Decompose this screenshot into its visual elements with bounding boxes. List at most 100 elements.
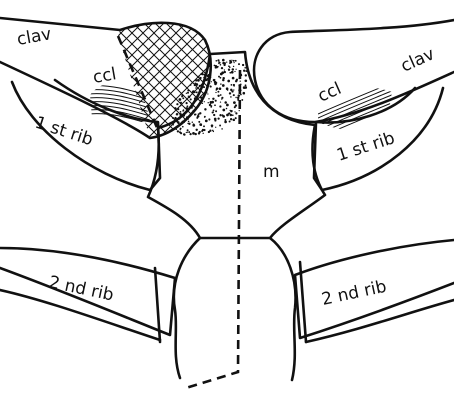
stipple-dot (230, 111, 231, 112)
left-clavicle: clav ccl (0, 18, 211, 138)
stipple-dot (188, 131, 190, 133)
stipple-dot (206, 85, 208, 87)
left-second-rib: 2 nd rib (0, 248, 175, 342)
stipple-dot (245, 84, 247, 86)
stipple-dot (194, 85, 196, 87)
stipple-dot (214, 104, 216, 106)
stipple-dot (212, 130, 214, 132)
stipple-dot (187, 90, 189, 92)
label-first-rib-left: 1 st rib (32, 113, 95, 150)
label-ccl-right: ccl (315, 79, 345, 107)
stipple-dot (219, 62, 221, 64)
stipple-dot (198, 121, 200, 123)
stipple-dot (177, 130, 179, 132)
stipple-dot (215, 127, 216, 128)
stipple-dot (195, 133, 197, 135)
stipple-dot (197, 76, 199, 78)
stipple-dot (217, 59, 219, 61)
stipple-dot (206, 92, 208, 94)
stipple-dot (184, 119, 186, 121)
stipple-dot (227, 80, 230, 83)
stipple-dot (188, 95, 189, 96)
stipple-dot (222, 77, 224, 79)
stipple-dot (199, 85, 201, 87)
stipple-dot (202, 102, 204, 104)
stipple-dot (222, 115, 224, 117)
stipple-dot (224, 101, 227, 104)
label-second-rib-right: 2 nd rib (320, 277, 388, 310)
stipple-dot (195, 87, 197, 89)
right-second-rib: 2 nd rib (295, 240, 454, 342)
stipple-dot (188, 118, 189, 119)
stipple-dot (226, 61, 227, 62)
stipple-dot (211, 81, 212, 82)
stipple-dot (233, 85, 234, 86)
stipple-dot (229, 62, 231, 64)
stipple-dot (235, 80, 237, 82)
stipple-dot (235, 69, 236, 70)
stipple-dot (192, 132, 195, 135)
stipple-dot (233, 94, 235, 96)
stipple-dot (200, 77, 202, 79)
stipple-dot (174, 107, 177, 110)
stipple-dot (228, 113, 229, 114)
stipple-dot (226, 108, 228, 110)
stipple-dot (172, 124, 174, 126)
stipple-dot (238, 63, 240, 65)
stipple-dot (224, 69, 225, 70)
stipple-dot (220, 77, 222, 79)
stipple-dot (214, 119, 216, 121)
stipple-dot (215, 100, 217, 102)
stipple-dot (182, 126, 184, 128)
stipple-dot (215, 92, 216, 93)
stipple-dot (228, 69, 230, 71)
stipple-dot (202, 133, 203, 134)
stipple-dot (215, 67, 217, 69)
stipple-dot (192, 121, 193, 122)
stipple-dot (233, 66, 234, 67)
stipple-dot (190, 98, 192, 100)
stipple-dot (216, 87, 219, 90)
stipple-dot (243, 92, 246, 95)
stipple-dot (179, 98, 182, 101)
stipple-dot (196, 129, 198, 131)
stipple-dot (231, 71, 234, 74)
stipple-dot (222, 109, 225, 112)
stipple-dot (220, 83, 221, 84)
stipple-dot (224, 119, 226, 121)
stipple-dot (235, 60, 237, 62)
stipple-dot (192, 124, 195, 127)
stipple-dot (207, 78, 208, 79)
stipple-dot (243, 70, 245, 72)
stipple-dot (235, 112, 237, 114)
stipple-dot (187, 92, 189, 94)
stipple-dot (240, 81, 241, 82)
stipple-dot (239, 110, 240, 111)
label-clav-right: clav (398, 44, 438, 76)
sternal-body-outline (174, 238, 200, 378)
stipple-dot (223, 64, 225, 66)
stipple-dot (232, 68, 234, 70)
stipple-dot (219, 87, 222, 90)
stipple-dot (189, 96, 191, 98)
stipple-dot (230, 114, 233, 117)
stipple-dot (210, 101, 213, 104)
stipple-dot (196, 91, 198, 93)
stipple-dot (238, 94, 241, 97)
stipple-dot (233, 101, 236, 104)
stipple-dot (233, 62, 234, 63)
label-manubrium: m (263, 162, 280, 182)
stipple-dot (199, 103, 201, 105)
stipple-dot (210, 86, 212, 88)
stipple-dot (231, 60, 232, 61)
stipple-dot (199, 131, 201, 133)
stipple-dot (235, 117, 237, 119)
stipple-dot (202, 129, 204, 131)
stipple-dot (186, 116, 188, 118)
stipple-dot (204, 108, 206, 110)
stipple-dot (180, 129, 181, 130)
stipple-dot (220, 64, 222, 66)
stipple-dot (182, 97, 184, 99)
stipple-dot (186, 102, 188, 104)
